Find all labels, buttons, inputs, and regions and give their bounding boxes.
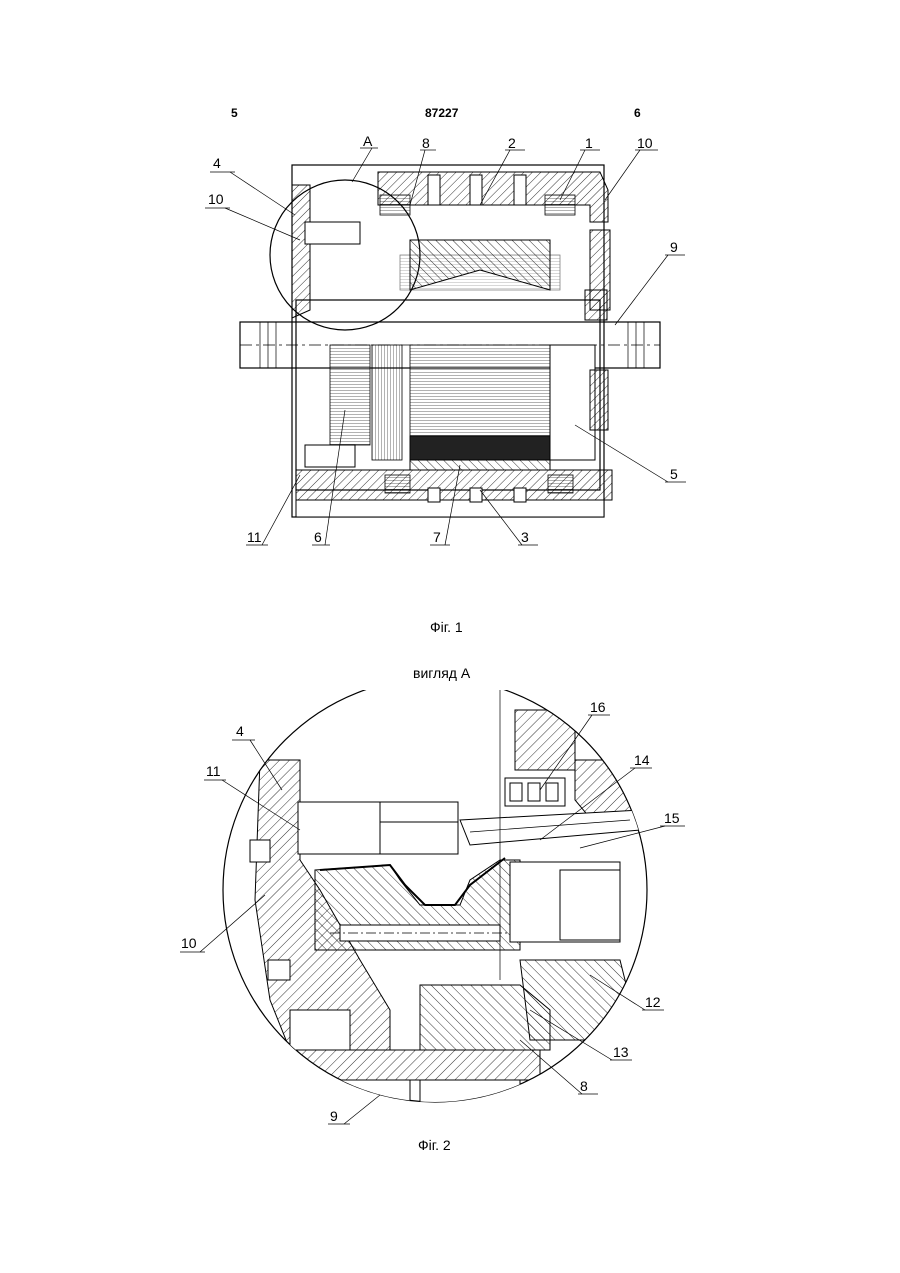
label-9: 9 bbox=[670, 239, 678, 255]
figure-2-title: вигляд А bbox=[413, 665, 470, 681]
label-2: 2 bbox=[508, 135, 516, 151]
fig2-label-13: 13 bbox=[613, 1044, 629, 1060]
label-view-a: A bbox=[363, 133, 373, 149]
slip-ring bbox=[330, 345, 370, 445]
label-1: 1 bbox=[585, 135, 593, 151]
fig2-label-16: 16 bbox=[590, 699, 606, 715]
figure-2-caption: Фіг. 2 bbox=[418, 1137, 451, 1153]
fig2-label-9: 9 bbox=[330, 1108, 338, 1124]
label-10-right: 10 bbox=[637, 135, 653, 151]
label-5: 5 bbox=[670, 466, 678, 482]
label-4: 4 bbox=[213, 155, 221, 171]
label-8: 8 bbox=[422, 135, 430, 151]
fig2-label-8: 8 bbox=[580, 1078, 588, 1094]
label-11: 11 bbox=[247, 529, 262, 545]
fig2-label-11: 11 bbox=[206, 763, 221, 779]
fig2-label-12: 12 bbox=[645, 994, 661, 1010]
label-7: 7 bbox=[433, 529, 441, 545]
label-10-left: 10 bbox=[208, 191, 224, 207]
figure-1-caption: Фіг. 1 bbox=[430, 619, 463, 635]
fig2-label-4: 4 bbox=[236, 723, 244, 739]
figure-2-drawing: 4 11 10 16 14 15 12 13 8 9 bbox=[0, 690, 900, 1170]
label-3: 3 bbox=[521, 529, 529, 545]
label-6: 6 bbox=[314, 529, 322, 545]
fig2-label-15: 15 bbox=[664, 810, 680, 826]
fig2-label-14: 14 bbox=[634, 752, 650, 768]
fig2-label-10: 10 bbox=[181, 935, 197, 951]
figure-1-drawing: A 8 2 1 10 4 10 9 5 11 6 7 3 bbox=[0, 0, 900, 600]
